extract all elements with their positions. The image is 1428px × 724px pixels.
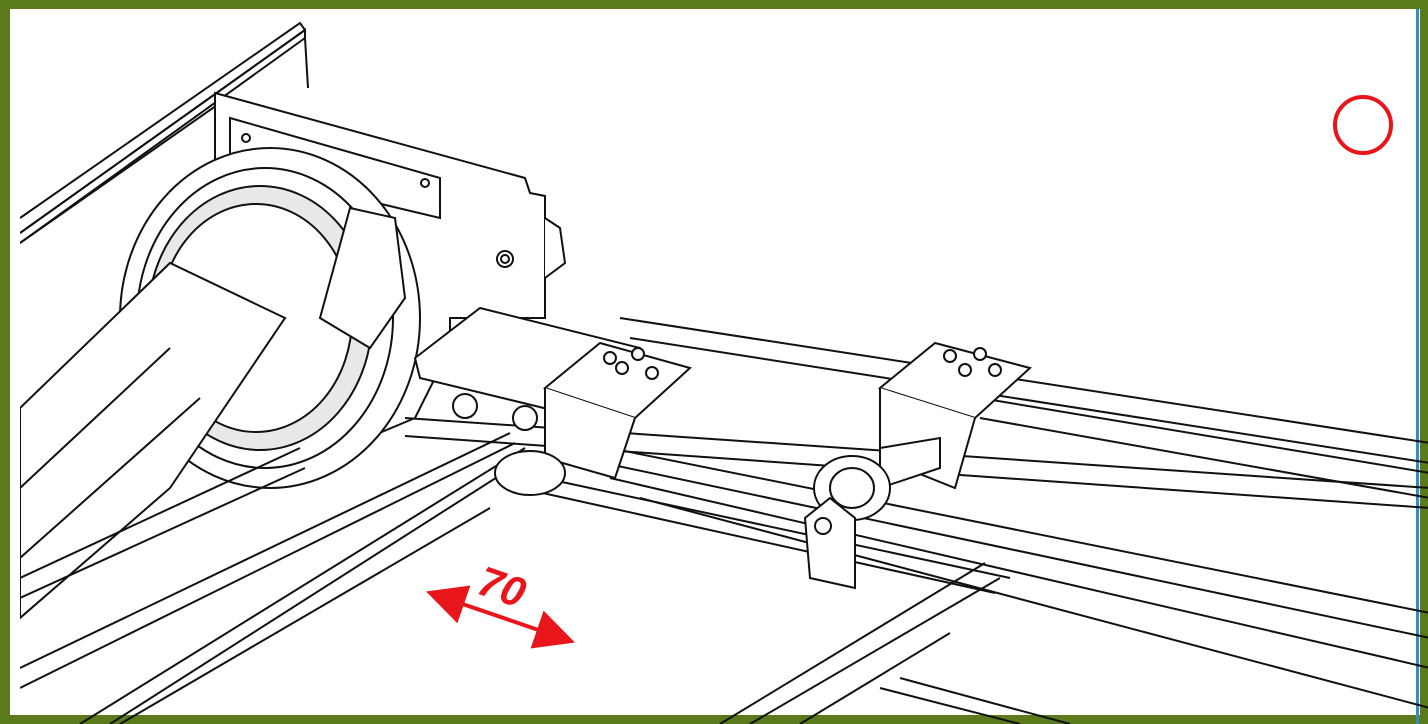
pulley-assembly bbox=[20, 147, 421, 620]
housing-panel bbox=[20, 21, 309, 244]
frame-accent-strip bbox=[1416, 9, 1419, 724]
dimension-annotation: 70 bbox=[426, 557, 575, 649]
clamp-block-left bbox=[413, 306, 693, 496]
dimension-label: 70 bbox=[472, 557, 531, 617]
linear-rails bbox=[404, 317, 1428, 724]
mechanical-drawing: 70 bbox=[20, 21, 1428, 724]
front-bars bbox=[20, 432, 1011, 724]
clamp-block-right bbox=[803, 341, 1033, 590]
marker-circle-icon bbox=[1333, 95, 1393, 155]
double-arrow-icon bbox=[426, 585, 575, 649]
